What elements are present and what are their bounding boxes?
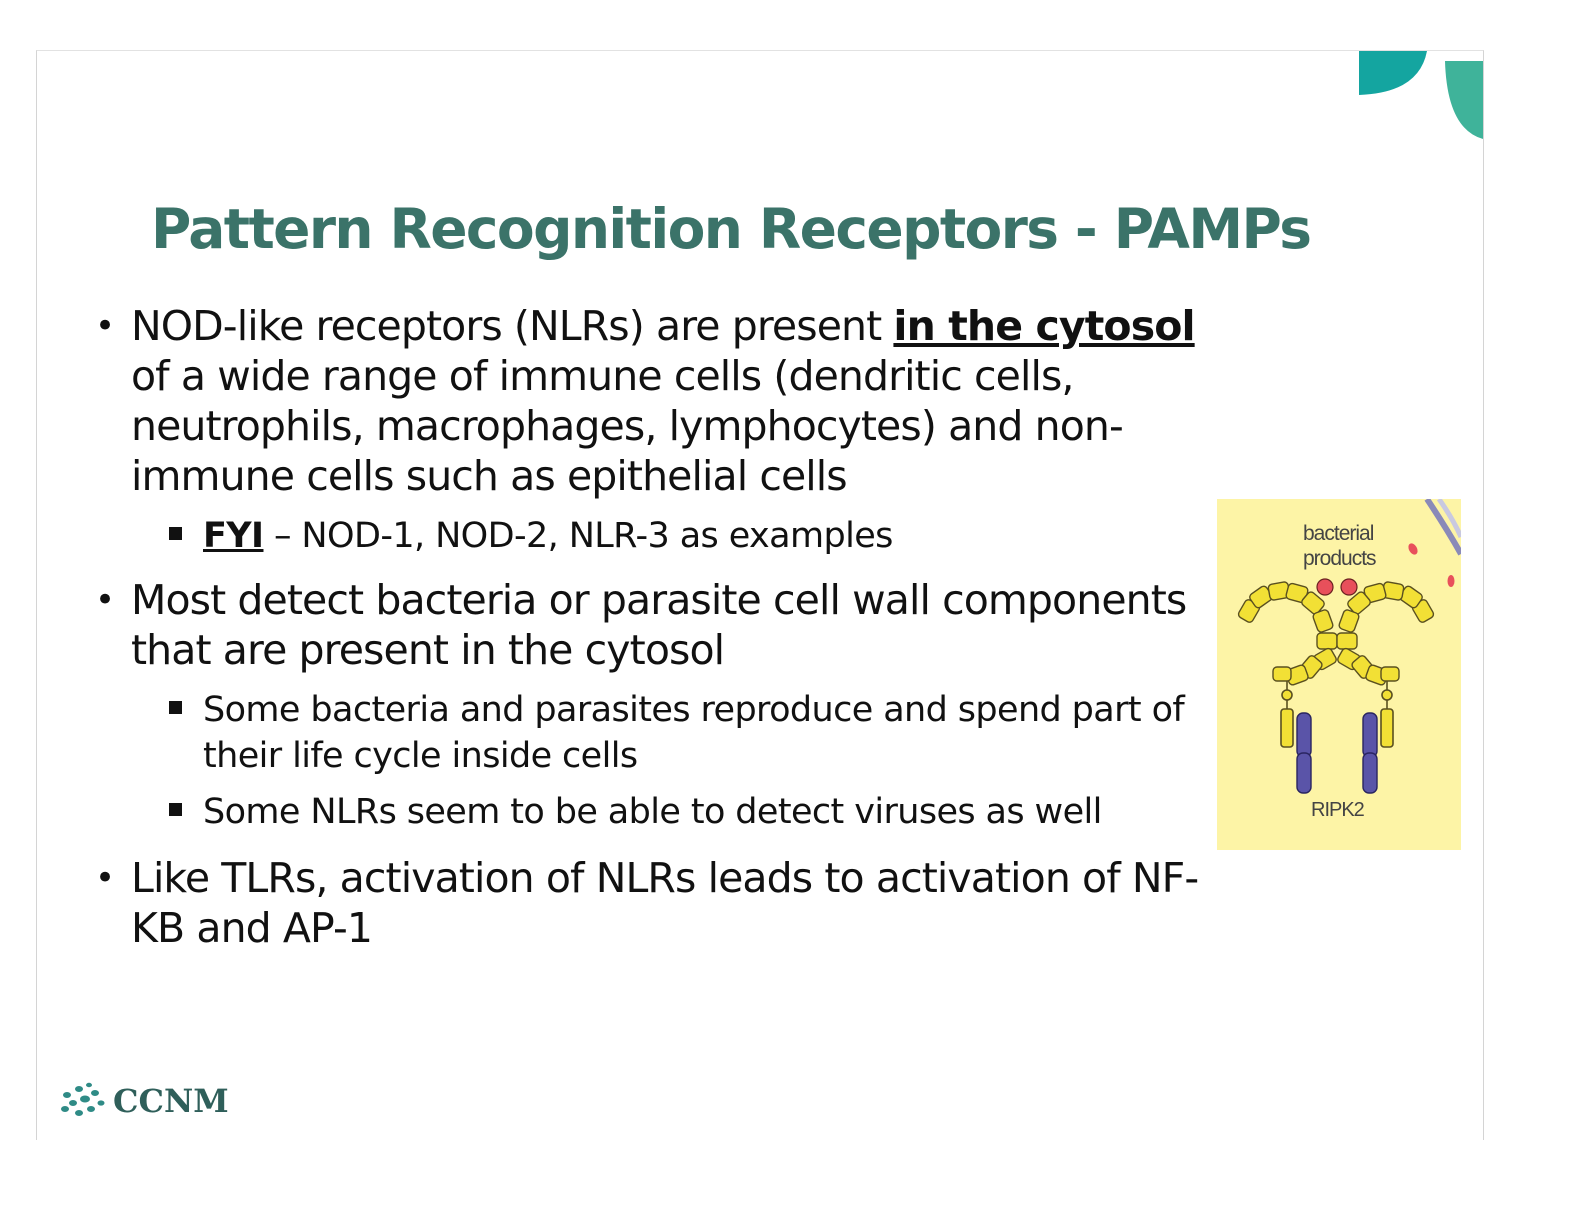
corner-decoration-icon (1359, 51, 1483, 139)
ccnm-logo: CCNM (59, 1081, 229, 1121)
slide: Pattern Recognition Receptors - PAMPs • … (36, 50, 1484, 1140)
nlr-diagram-figure: bacterial products RIPK2 (1217, 499, 1461, 850)
figure-label-products: bacterial products (1303, 521, 1377, 571)
bullet-dot-icon: • (95, 306, 115, 346)
slide-body: • NOD-like receptors (NLRs) are present … (95, 301, 1221, 953)
bullet-1-emphasis: in the cytosol (893, 302, 1195, 350)
sub-bullet-2-2-text: Some NLRs seem to be able to detect viru… (203, 792, 1102, 832)
sub-bullet-2-1-text: Some bacteria and parasites reproduce an… (203, 690, 1185, 776)
bullet-dot-icon: • (95, 858, 115, 898)
sub-bullet-2-1: Some bacteria and parasites reproduce an… (169, 687, 1221, 779)
slide-title: Pattern Recognition Receptors - PAMPs (151, 197, 1312, 261)
sub-bullet-2-2: Some NLRs seem to be able to detect viru… (169, 789, 1221, 835)
nlr-receptor-diagram-icon (1237, 499, 1461, 794)
sub-bullet-1-1-emphasis: FYI (203, 516, 264, 556)
bullet-2: • Most detect bacteria or parasite cell … (95, 575, 1221, 675)
bullet-3-text: Like TLRs, activation of NLRs leads to a… (131, 854, 1199, 952)
figure-label-ripk2: RIPK2 (1311, 799, 1365, 821)
bullet-2-text: Most detect bacteria or parasite cell wa… (131, 576, 1187, 674)
sub-bullet-1-1-text: – NOD-1, NOD-2, NLR-3 as examples (263, 516, 893, 556)
square-bullet-icon (169, 701, 182, 714)
bullet-1: • NOD-like receptors (NLRs) are present … (95, 301, 1221, 501)
bullet-1-text-a: NOD-like receptors (NLRs) are present (131, 302, 894, 350)
figure-label-line2: products (1303, 547, 1377, 570)
sub-bullet-1-1: FYI – NOD-1, NOD-2, NLR-3 as examples (169, 513, 1221, 559)
bullet-1-text-b: of a wide range of immune cells (dendrit… (131, 352, 1124, 500)
figure-label-line1: bacterial (1303, 522, 1374, 545)
ccnm-leaf-cluster-icon (61, 1082, 105, 1116)
logo-text: CCNM (113, 1082, 229, 1120)
bullet-3: • Like TLRs, activation of NLRs leads to… (95, 853, 1221, 953)
square-bullet-icon (169, 527, 182, 540)
bullet-dot-icon: • (95, 580, 115, 620)
square-bullet-icon (169, 803, 182, 816)
